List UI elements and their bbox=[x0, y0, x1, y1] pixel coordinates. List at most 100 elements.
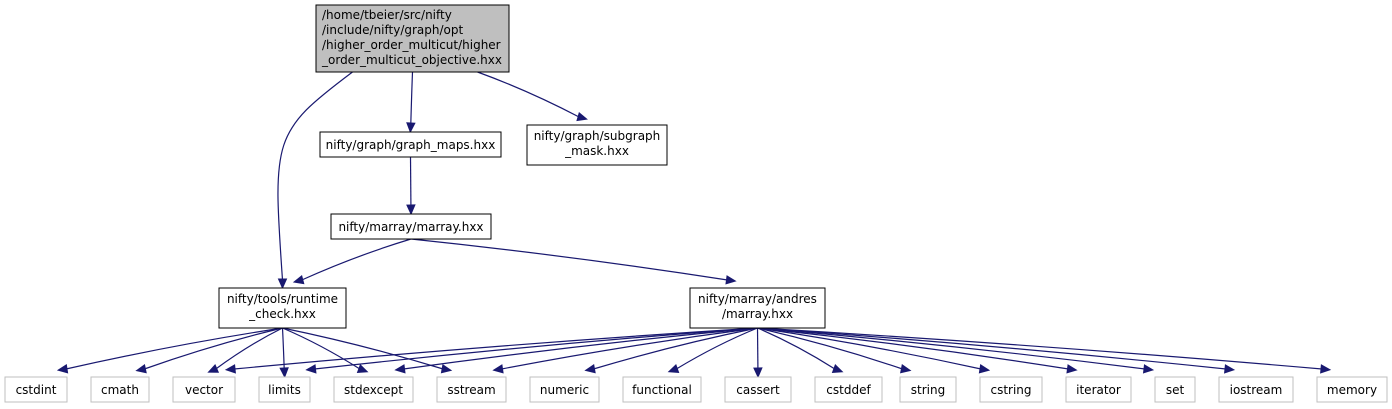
node-set[interactable]: set bbox=[1154, 376, 1196, 403]
edge-arrowhead bbox=[440, 364, 453, 374]
node-subgraph-mask[interactable]: nifty/graph/subgraph _mask.hxx bbox=[526, 124, 668, 166]
edge-andres_marray-to-memory bbox=[757, 327, 1332, 374]
edge-line bbox=[410, 71, 414, 125]
edge-line bbox=[757, 327, 1227, 370]
edge-arrowhead bbox=[492, 364, 504, 374]
edge-andres_marray-to-set bbox=[757, 327, 1155, 374]
edge-andres_marray-to-stdexcept bbox=[394, 327, 758, 374]
edge-arrowhead bbox=[584, 364, 596, 374]
edge-arrowhead bbox=[356, 364, 369, 373]
node-label-line: stdexcept bbox=[344, 383, 403, 397]
edge-main-to-subgraph_mask bbox=[477, 71, 588, 122]
node-label-line: vector bbox=[185, 383, 223, 397]
edge-line bbox=[757, 327, 982, 370]
node-label-line: _order_multicut_objective.hxx bbox=[321, 53, 502, 67]
node-label-line: cstdint bbox=[16, 383, 57, 397]
edge-arrowhead bbox=[725, 275, 737, 285]
edge-arrowhead bbox=[207, 364, 220, 373]
edge-line bbox=[233, 327, 758, 370]
edge-line bbox=[144, 327, 283, 370]
node-graph-maps[interactable]: nifty/graph/graph_maps.hxx bbox=[319, 131, 502, 158]
edge-line bbox=[301, 238, 412, 281]
edge-arrowhead bbox=[56, 364, 69, 374]
edge-line bbox=[281, 327, 285, 370]
node-cstring[interactable]: cstring bbox=[979, 376, 1043, 403]
edge-line bbox=[757, 327, 1069, 370]
node-label-line: set bbox=[1166, 383, 1185, 397]
edge-line bbox=[757, 327, 903, 370]
edge-andres_marray-to-limits bbox=[305, 327, 758, 374]
node-cassert[interactable]: cassert bbox=[724, 376, 792, 403]
node-numeric[interactable]: numeric bbox=[529, 376, 600, 403]
edge-runtime_check-to-stdexcept bbox=[282, 327, 369, 373]
node-stdexcept[interactable]: stdexcept bbox=[333, 376, 414, 403]
node-cmath[interactable]: cmath bbox=[90, 376, 150, 403]
edge-arrowhead bbox=[224, 364, 236, 374]
edge-andres_marray-to-sstream bbox=[492, 327, 758, 374]
edge-andres_marray-to-cassert bbox=[753, 327, 763, 379]
edge-andres_marray-to-iostream bbox=[757, 327, 1236, 374]
edge-line bbox=[277, 71, 353, 281]
edge-andres_marray-to-string bbox=[757, 327, 912, 374]
edge-arrowhead bbox=[406, 204, 416, 216]
node-string[interactable]: string bbox=[899, 376, 957, 403]
edge-marray-to-andres_marray bbox=[410, 238, 737, 285]
node-iterator[interactable]: iterator bbox=[1065, 376, 1132, 403]
edge-arrowhead bbox=[305, 364, 317, 374]
node-higher-order-multicut-objective[interactable]: /home/tbeier/src/nifty /include/nifty/gr… bbox=[315, 4, 510, 73]
edge-main-to-runtime_check bbox=[277, 71, 353, 290]
node-label-line: memory bbox=[1327, 383, 1377, 397]
node-label-line: nifty/graph/graph_maps.hxx bbox=[326, 138, 496, 152]
edge-graph_maps-to-marray bbox=[406, 156, 416, 216]
node-label-line: /marray.hxx bbox=[722, 307, 793, 321]
node-andres-marray[interactable]: nifty/marray/andres /marray.hxx bbox=[689, 287, 826, 329]
node-functional[interactable]: functional bbox=[622, 376, 702, 403]
edge-line bbox=[65, 327, 283, 370]
edge-arrowhead bbox=[1320, 364, 1332, 374]
edge-line bbox=[282, 327, 444, 370]
node-label-line: cstring bbox=[990, 383, 1031, 397]
node-vector[interactable]: vector bbox=[172, 376, 236, 403]
node-iostream[interactable]: iostream bbox=[1218, 376, 1294, 403]
node-label-line: /include/nifty/graph/opt bbox=[322, 23, 463, 37]
edge-marray-to-runtime_check bbox=[292, 238, 412, 285]
edge-runtime_check-to-limits bbox=[279, 327, 289, 379]
node-cstddef[interactable]: cstddef bbox=[814, 376, 883, 403]
node-label-line: /higher_order_multicut/higher bbox=[322, 38, 501, 52]
node-label-line: sstream bbox=[447, 383, 495, 397]
node-marray[interactable]: nifty/marray/marray.hxx bbox=[330, 213, 492, 240]
edge-line bbox=[282, 327, 361, 370]
edges-layer bbox=[56, 71, 1332, 379]
node-label-line: nifty/tools/runtime bbox=[227, 292, 338, 306]
edge-runtime_check-to-cstdint bbox=[56, 327, 283, 374]
edge-arrowhead bbox=[831, 364, 844, 373]
edge-line bbox=[477, 71, 580, 118]
edge-arrowhead bbox=[978, 364, 991, 374]
edge-arrowhead bbox=[900, 364, 912, 374]
edge-andres_marray-to-cstddef bbox=[757, 327, 844, 373]
node-runtime-check[interactable]: nifty/tools/runtime _check.hxx bbox=[218, 287, 347, 329]
edge-arrowhead bbox=[277, 278, 288, 290]
edge-line bbox=[403, 327, 758, 370]
node-label-line: _check.hxx bbox=[248, 307, 316, 321]
node-label-line: /home/tbeier/src/nifty bbox=[322, 8, 452, 22]
node-label-line: numeric bbox=[540, 383, 589, 397]
node-label-line: nifty/graph/subgraph bbox=[534, 129, 661, 143]
edge-line bbox=[314, 327, 758, 370]
edge-arrowhead bbox=[576, 112, 588, 122]
node-label-line: _mask.hxx bbox=[564, 144, 629, 158]
node-label-line: limits bbox=[268, 383, 301, 397]
node-cstdint[interactable]: cstdint bbox=[4, 376, 68, 403]
node-memory[interactable]: memory bbox=[1316, 376, 1388, 403]
node-limits[interactable]: limits bbox=[258, 376, 311, 403]
node-label-line: iterator bbox=[1076, 383, 1121, 397]
edge-arrowhead bbox=[135, 364, 147, 374]
edge-arrowhead bbox=[1224, 364, 1236, 374]
edge-main-to-graph_maps bbox=[406, 71, 416, 134]
edge-andres_marray-to-cstring bbox=[757, 327, 991, 374]
node-sstream[interactable]: sstream bbox=[436, 376, 507, 403]
edge-line bbox=[757, 327, 1146, 370]
edge-line bbox=[757, 327, 836, 370]
edge-runtime_check-to-vector bbox=[207, 327, 283, 373]
